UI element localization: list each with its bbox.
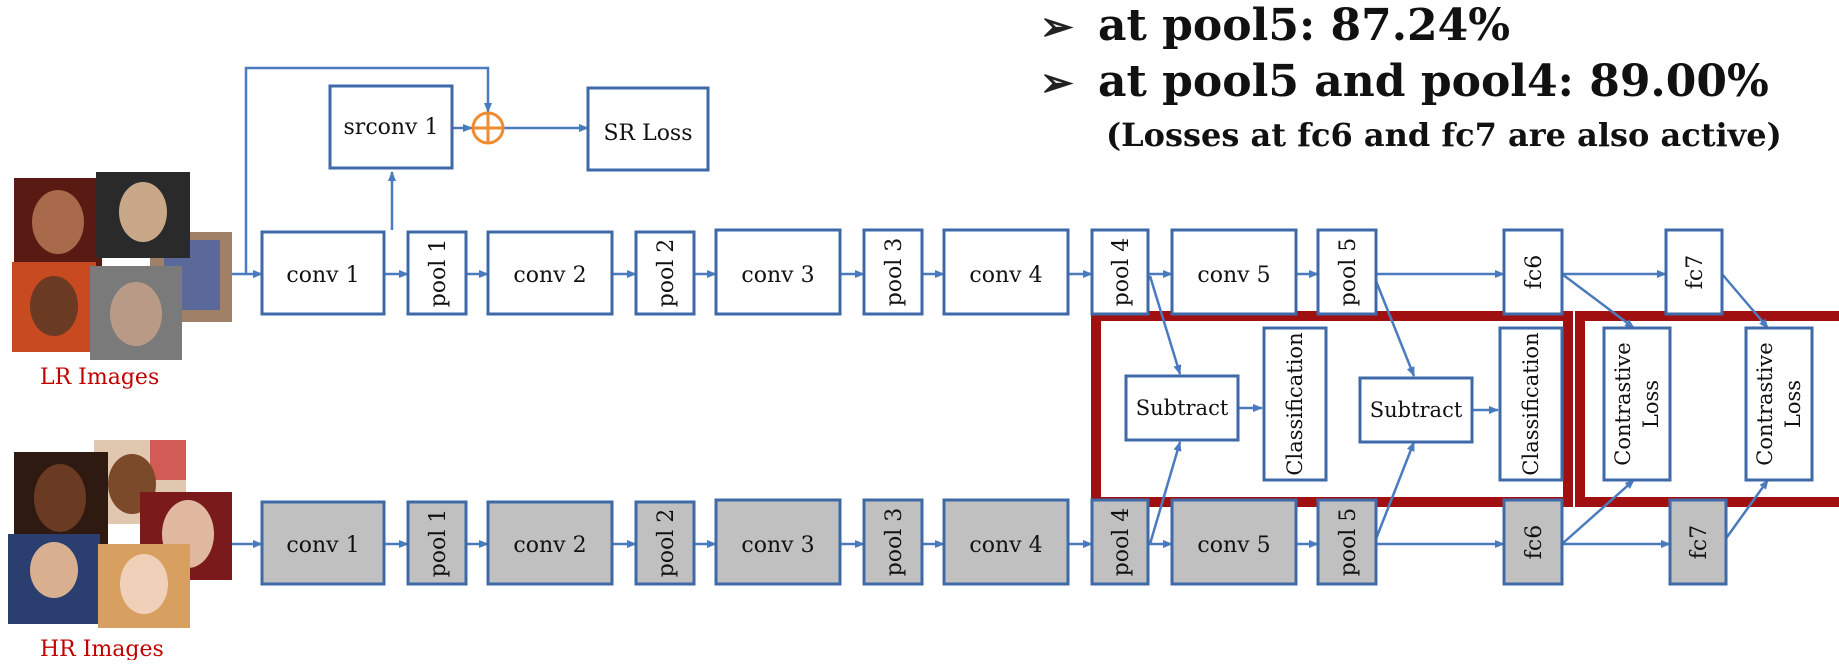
hr-pool5-label: pool 5: [1336, 508, 1361, 577]
lr-pool3-label: pool 3: [882, 238, 907, 307]
hr-images-collage: [8, 440, 232, 628]
lr-fc6-label: fc6: [1522, 255, 1547, 289]
classification-1-label: Classification: [1283, 332, 1307, 475]
bullet-marker-2: ➢: [1040, 59, 1074, 106]
results-bullets: ➢ at pool5: 87.24% ➢ at pool5 and pool4:…: [1040, 0, 1782, 154]
hr-fc6-box: [1502, 498, 1564, 586]
lr-pool4-box: [1090, 228, 1150, 316]
classification-2-box: [1498, 326, 1564, 482]
hr-conv3-box: [714, 498, 842, 586]
lr-pool4-label: pool 4: [1109, 238, 1134, 307]
lr-pool2-box: [634, 230, 696, 316]
srconv1-box: [328, 84, 454, 170]
contrastive-loss-2-box: [1744, 326, 1814, 482]
lr-face-image: [32, 190, 84, 254]
sr-loss-box: [586, 86, 710, 172]
lr-face-image: [110, 282, 162, 346]
hr-pool3-label: pool 3: [882, 508, 907, 577]
hr-row-labels: conv 1 pool 1 conv 2 pool 2 conv 3 pool …: [286, 508, 1712, 578]
subtract-2-label: Subtract: [1370, 398, 1463, 422]
lr-conv5-label: conv 5: [1197, 263, 1270, 288]
middle-labels: Subtract Classification Subtract Classif…: [1136, 332, 1805, 475]
bullet-marker-1: ➢: [1040, 3, 1074, 50]
lr-conv4-label: conv 4: [969, 263, 1042, 288]
classification-1-box: [1262, 326, 1328, 482]
srconv1-label: srconv 1: [344, 115, 439, 140]
bullet-pool5-accuracy: at pool5: 87.24%: [1098, 0, 1510, 51]
hr-pool4-box: [1090, 498, 1150, 586]
lr-pool1-label: pool 1: [426, 239, 451, 308]
contrastive-loss-2-line1: Contrastive: [1753, 342, 1777, 465]
lr-conv2-box: [486, 230, 614, 316]
hr-face-image: [120, 554, 168, 614]
lr-face-image: [30, 276, 78, 336]
lr-conv1-box: [260, 230, 386, 316]
lr-pool2-label: pool 2: [654, 239, 679, 308]
lr-conv1-label: conv 1: [286, 263, 359, 288]
contrastive-loss-2-line2: Loss: [1781, 380, 1805, 428]
hr-pool5-box: [1316, 498, 1378, 586]
lr-conv5-box: [1170, 228, 1298, 316]
hr-conv1-box: [260, 500, 386, 586]
subtract-1-label: Subtract: [1136, 396, 1229, 420]
hr-images-label: HR Images: [40, 637, 164, 660]
hr-fc6-label: fc6: [1522, 525, 1547, 559]
hr-conv2-box: [486, 500, 614, 586]
lr-fc7-box: [1664, 228, 1724, 316]
lr-conv3-box: [714, 228, 842, 316]
hr-face-image: [30, 542, 78, 598]
lr-face-image: [119, 182, 167, 242]
hr-conv5-label: conv 5: [1197, 533, 1270, 558]
lr-pool3-box: [862, 228, 924, 316]
hr-face-image: [150, 440, 186, 480]
lr-pool5-label: pool 5: [1336, 238, 1361, 307]
lr-row-labels: conv 1 pool 1 conv 2 pool 2 conv 3 pool …: [286, 238, 1708, 308]
lr-images-collage: [12, 172, 232, 360]
lr-conv3-label: conv 3: [741, 263, 814, 288]
lr-images-label: LR Images: [40, 365, 159, 390]
hr-pool3-box: [862, 498, 924, 586]
lr-pool5-box: [1316, 228, 1378, 316]
hr-pool1-box: [406, 500, 468, 586]
hr-conv4-box: [942, 498, 1070, 586]
middle-blocks: [1124, 326, 1814, 482]
hr-fc7-box: [1668, 498, 1728, 586]
hr-pool1-label: pool 1: [426, 509, 451, 578]
hr-face-image: [34, 464, 86, 532]
contrastive-loss-1-line2: Loss: [1639, 380, 1663, 428]
classification-2-label: Classification: [1519, 332, 1543, 475]
sum-node: [471, 111, 505, 145]
lr-row: [260, 228, 1724, 316]
contrastive-loss-1-line1: Contrastive: [1611, 342, 1635, 465]
contrastive-loss-1-box: [1602, 326, 1672, 482]
lr-fc6-box: [1502, 228, 1564, 316]
hr-pool4-label: pool 4: [1109, 508, 1134, 577]
lr-conv4-box: [942, 228, 1070, 316]
sr-loss-label: SR Loss: [603, 121, 692, 146]
hr-conv1-label: conv 1: [286, 533, 359, 558]
hr-pool2-box: [634, 500, 696, 586]
subtract-1-box: [1124, 374, 1240, 442]
connection-arrows: [232, 66, 1770, 548]
hr-conv4-label: conv 4: [969, 533, 1042, 558]
hr-conv3-label: conv 3: [741, 533, 814, 558]
hr-row: [260, 498, 1728, 586]
bullet-pool5-pool4-accuracy: at pool5 and pool4: 89.00%: [1098, 56, 1769, 107]
lr-conv2-label: conv 2: [513, 263, 586, 288]
hr-pool2-label: pool 2: [654, 509, 679, 578]
hr-conv2-label: conv 2: [513, 533, 586, 558]
hr-conv5-box: [1170, 498, 1298, 586]
subtract-2-box: [1358, 376, 1474, 444]
lr-fc7-label: fc7: [1683, 255, 1708, 289]
hr-fc7-label: fc7: [1687, 525, 1712, 559]
losses-note: (Losses at fc6 and fc7 are also active): [1106, 116, 1782, 154]
lr-pool1-box: [406, 230, 468, 316]
